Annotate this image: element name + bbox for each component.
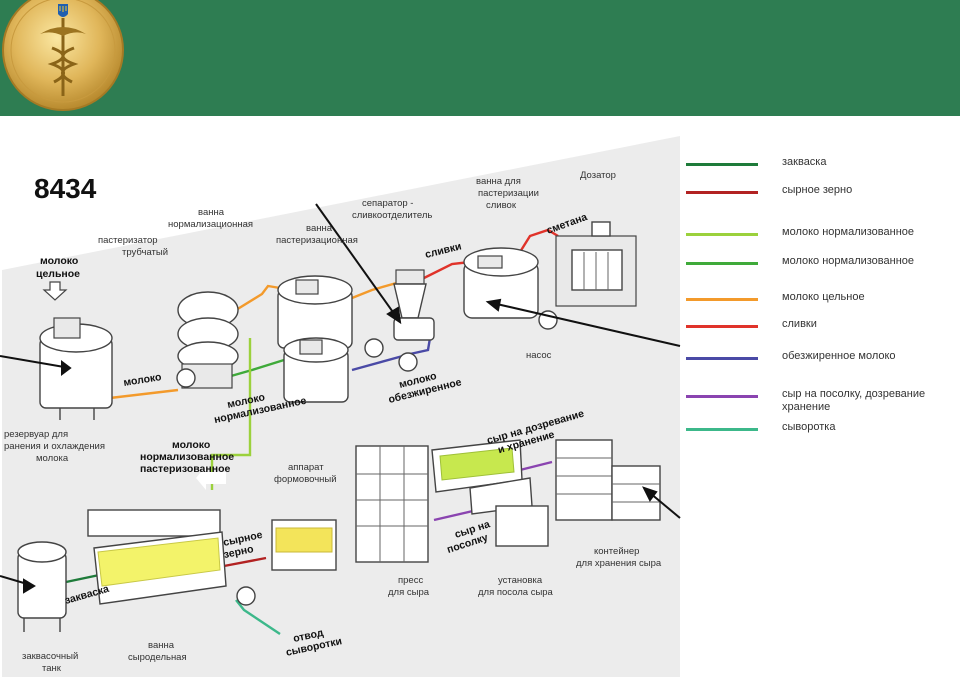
dosator-machine — [555, 221, 637, 307]
label-reservoir: резервуар для ранения и охлаждения молок… — [4, 429, 108, 464]
legend-swatch — [686, 395, 758, 398]
label-forming: аппарат формовочный — [274, 462, 337, 485]
header-banner — [0, 0, 960, 116]
legend-label: молоко нормализованное — [782, 255, 915, 267]
separator — [393, 269, 435, 341]
pasteurizer-tubular — [177, 291, 239, 389]
legend-label: обезжиренное молоко — [782, 350, 896, 362]
label-container: контейнер для хранения сыра — [576, 546, 662, 569]
cheese-vat — [87, 509, 227, 605]
label-cheese-vat: ванна сыродельная — [128, 640, 187, 663]
legend-label: сырное зерно — [782, 184, 853, 196]
label-pasteurizer: пастеризатор трубчатый — [98, 235, 168, 258]
legend-swatch — [686, 428, 758, 431]
legend-swatch — [686, 325, 758, 328]
legend-swatch — [686, 357, 758, 360]
orange-pipes — [109, 280, 401, 400]
label-milk-flow: молоко — [123, 371, 163, 389]
starter-tank — [17, 541, 67, 632]
legend-swatch — [686, 262, 758, 265]
emblem-logo — [2, 0, 124, 111]
pointer-arrows — [0, 203, 681, 594]
cream-bath — [463, 247, 539, 319]
forming-apparatus — [271, 519, 337, 571]
cheese-press — [355, 445, 429, 563]
legend-label: сыр на посолку, дозревание хранение — [782, 388, 926, 413]
legend-label: сливки — [782, 318, 817, 330]
whey-pipes — [223, 556, 281, 635]
legend-label: сыворотка — [782, 421, 836, 433]
label-salting: установка для посола сыра — [478, 575, 554, 598]
label-press: пресс для сыра — [388, 575, 430, 598]
legend-swatch — [686, 191, 758, 194]
storage-container — [555, 439, 661, 521]
reservoir-tank — [39, 317, 113, 420]
legend-label: молоко нормализованное — [782, 226, 915, 238]
legend-swatch — [686, 298, 758, 301]
label-starter-tank: заквасочный танк — [22, 651, 81, 674]
legend-label: молоко цельное — [782, 291, 865, 303]
normalization-bath — [277, 275, 353, 349]
label-past-bath: ванна пастеризационная — [276, 223, 358, 246]
salting-unit — [431, 439, 549, 547]
label-milk-norm-past: молоко нормализованное пастеризованное — [140, 439, 237, 475]
label-cream-bath: ванна для пастеризации сливок — [476, 176, 542, 211]
legend-swatch — [686, 233, 758, 236]
pasteurization-bath — [283, 337, 349, 403]
label-pump: насос — [526, 350, 552, 361]
label-separator: сепаратор - сливкоотделитель — [352, 198, 432, 221]
label-norm-bath: ванна нормализационная — [168, 207, 253, 230]
label-dosator: Дозатор — [580, 170, 616, 181]
legend-label: закваска — [782, 156, 827, 168]
label-whole-milk-in: молоко цельное — [36, 255, 81, 280]
skim-pipes — [351, 337, 432, 372]
legend: закваска сырное зерно молоко нормализова… — [680, 150, 960, 450]
legend-swatch — [686, 163, 758, 166]
diagram-title: 8434 — [34, 173, 97, 204]
